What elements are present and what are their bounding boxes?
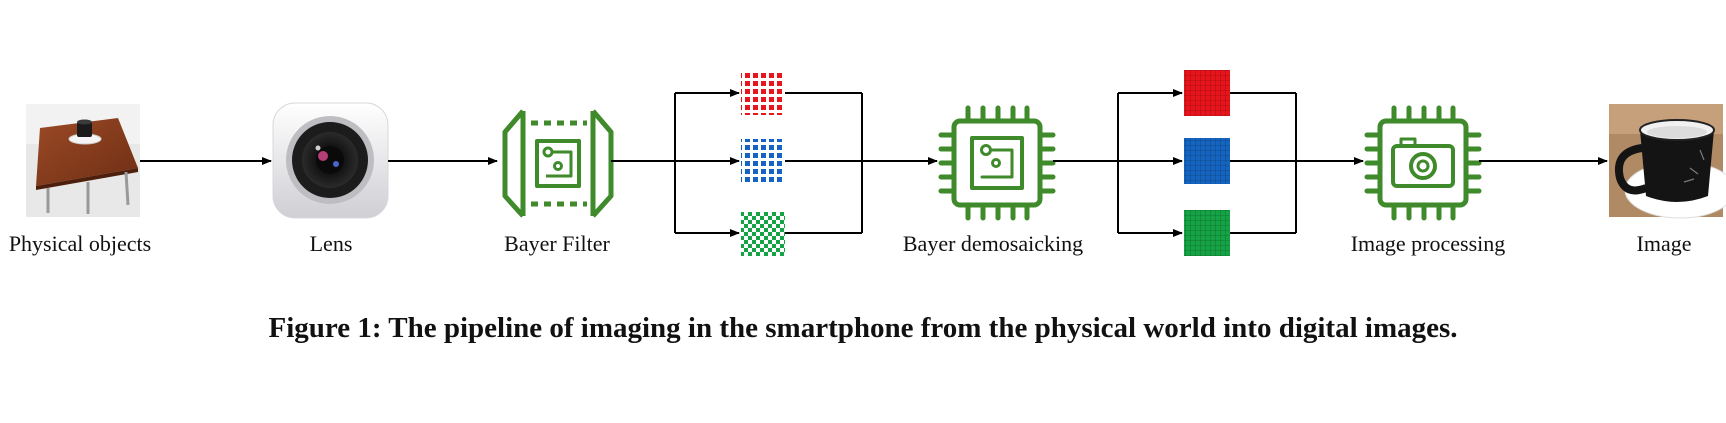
- label-lens: Lens: [309, 231, 353, 256]
- mug-photo: [1609, 104, 1726, 219]
- blue-grid-icon: [741, 139, 785, 183]
- label-image-processing: Image processing: [1350, 231, 1506, 256]
- label-image: Image: [1636, 231, 1692, 256]
- green-checker-icon: [741, 212, 785, 256]
- bayer-filter-chip-icon: [502, 109, 614, 218]
- figure-caption: Figure 1: The pipeline of imaging in the…: [268, 312, 1458, 344]
- label-physical-objects: Physical objects: [8, 231, 152, 256]
- chip-icon: [938, 105, 1056, 221]
- green-channel-icon: [1184, 210, 1230, 256]
- table-photo: [26, 104, 140, 217]
- flow-arrows: [140, 89, 1608, 237]
- label-bayer-demosaicking: Bayer demosaicking: [902, 231, 1084, 256]
- camera-lens-icon: [272, 102, 389, 219]
- camera-chip-icon: [1364, 105, 1482, 221]
- blue-channel-icon: [1184, 138, 1230, 184]
- red-grid-icon: [741, 71, 785, 115]
- label-bayer-filter: Bayer Filter: [504, 231, 610, 256]
- red-channel-icon: [1184, 70, 1230, 116]
